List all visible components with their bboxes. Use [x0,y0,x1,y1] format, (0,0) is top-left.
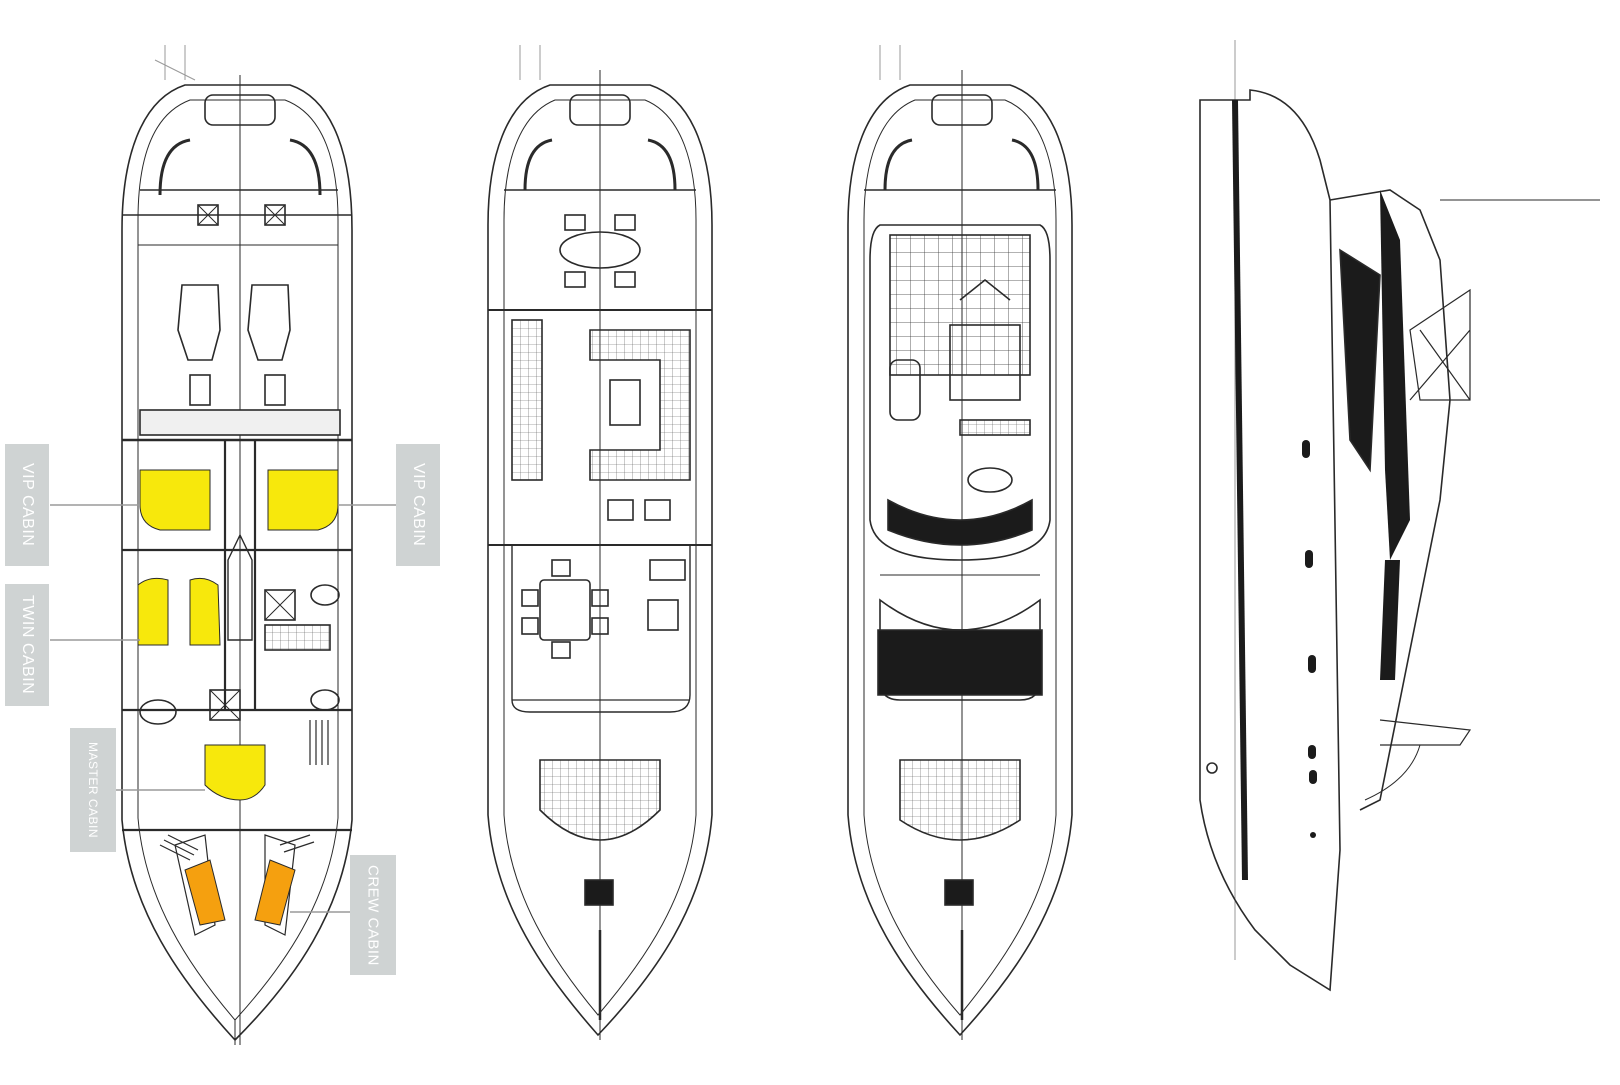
profile-view [1199,40,1600,992]
crew-cabin-label: CREW CABIN [350,855,396,975]
vip-cabin-left-fill [139,469,211,531]
master-cabin-label: MASTER CABIN [70,728,116,852]
crew-cabin-right-fill [254,859,296,926]
flybridge-plan [847,45,1073,1040]
twin-cabin-label-text: TWIN CABIN [19,595,36,695]
crew-cabin-label-text: CREW CABIN [364,864,382,966]
label-leaders [50,504,396,913]
vip-cabin-right-fill [267,469,339,531]
lower-deck-plan [121,45,353,1045]
master-cabin-label-text: MASTER CABIN [86,741,100,838]
vip-cabin-label-right: VIP CABIN [396,444,440,566]
twin-cabin-bed-1 [137,577,169,646]
master-cabin-fill [204,744,266,801]
main-deck-plan [487,45,713,1040]
vip-cabin-label-right-text: VIP CABIN [410,463,427,547]
twin-cabin-bed-2 [189,577,221,646]
twin-cabin-label: TWIN CABIN [5,584,49,706]
cabin-fills [137,469,339,926]
vip-cabin-label-left-text: VIP CABIN [19,463,36,547]
crew-cabin-left-fill [184,859,226,926]
vip-cabin-label-left: VIP CABIN [5,444,49,566]
